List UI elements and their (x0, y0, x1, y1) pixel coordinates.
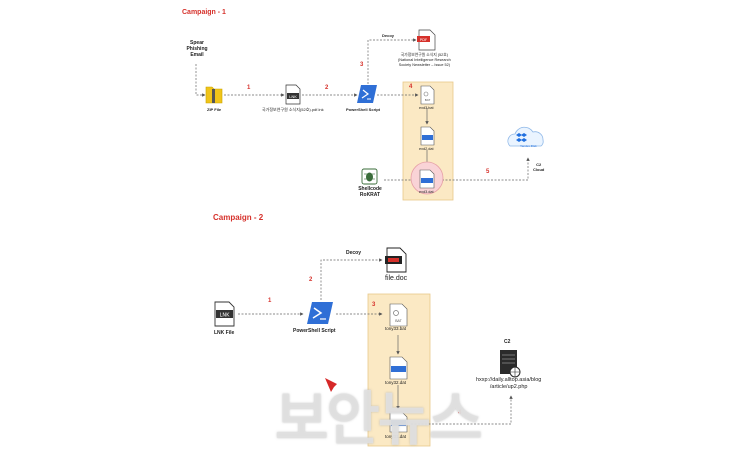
campaign1-step-3: 3 (360, 62, 364, 68)
campaign1-step-5: 5 (486, 169, 490, 175)
shellcode-label: Shellcode RoKRAT (358, 186, 382, 198)
campaign2-step-4: 4 (458, 410, 462, 416)
watermark-text: 보안뉴스 (275, 385, 482, 453)
decoy-label: Decoy (382, 33, 395, 38)
powershell-label: PowerShell Script (346, 107, 381, 112)
campaign1-step-2: 2 (325, 85, 329, 91)
dat-file-icon-3 (389, 411, 408, 433)
zip-folder-icon (205, 86, 223, 104)
email-to-zip-arrow (195, 64, 206, 97)
campaign1-step-1: 1 (247, 85, 251, 91)
dat-file-label: exd2.dat (419, 147, 434, 151)
lnk-file-icon-2: LNK (214, 301, 235, 327)
shellcode-bug-icon (361, 168, 378, 185)
dat-file-label-4: tony31.dat (385, 434, 407, 439)
decoy-label-2: Decoy (346, 250, 362, 256)
dat-to-c2-arrow-2 (411, 395, 513, 425)
lnk-file-label-2: LNK File (214, 330, 235, 336)
campaign2-title: Campaign - 2 (213, 213, 264, 222)
dat-file-icon-2 (389, 356, 408, 380)
pdf-decoy-label: 국가정보연구원 소식지 (52호) (National Intelligence… (398, 53, 451, 67)
c2-label: C2 (504, 339, 511, 345)
cloud-brand-label: Yandex.Disk (520, 144, 537, 148)
campaign1-arrows (195, 38, 530, 182)
bat-file-label: exd3.bat (419, 106, 434, 110)
c2-server-icon (500, 350, 521, 378)
c2-cloud-label: C2 Cloud (533, 162, 545, 172)
c2-url-label: hxxp://daily.alltop.asia/blog /article/u… (476, 377, 542, 390)
powershell-label-2: PowerShell Script (293, 328, 336, 334)
doc-decoy-icon (385, 247, 407, 273)
bat-file-icon: BAT (420, 85, 435, 105)
svg-text:LNK: LNK (289, 94, 297, 99)
dat-file-label-2: exd3.dat (419, 190, 434, 194)
lnk-file-label: 국가정보연구원 소식지(52호).pdf.lnk (262, 107, 324, 112)
doc-file-label: file.doc (385, 275, 408, 282)
campaign2-step-2: 2 (309, 277, 313, 283)
spear-phishing-label: Spear Phishing Email (186, 40, 208, 58)
dat-file-label-3: tony32.dat (385, 380, 407, 385)
svg-text:BAT: BAT (395, 319, 402, 323)
powershell-icon-2 (307, 302, 333, 324)
watermark-pin-icon (325, 378, 337, 392)
c2-cloud-icon (507, 126, 544, 147)
bat-file-icon-2: BAT (389, 303, 408, 327)
dat-to-cloud-arrow (442, 157, 530, 181)
pdf-decoy-icon: PDF (417, 29, 436, 51)
svg-text:BAT: BAT (425, 98, 431, 102)
campaign2-step-3: 3 (372, 302, 376, 308)
campaign1-step-4: 4 (409, 84, 413, 90)
bat-file-label-2: tony33.bat (385, 326, 407, 331)
svg-text:LNK: LNK (220, 313, 231, 319)
highlighted-dat-file-icon (410, 161, 444, 195)
svg-text:PDF: PDF (420, 37, 427, 42)
campaign1-title: Campaign - 1 (182, 9, 226, 16)
lnk-file-icon: LNK (285, 84, 301, 105)
ps-to-decoy-arrow-2 (320, 258, 383, 300)
powershell-icon (357, 85, 377, 103)
zip-file-label: ZIP File (207, 107, 222, 112)
campaign2-arrows (238, 258, 513, 425)
ps-to-decoy-arrow (367, 38, 417, 84)
dat-file-icon (420, 126, 435, 146)
campaign2-step-1: 1 (268, 298, 272, 304)
